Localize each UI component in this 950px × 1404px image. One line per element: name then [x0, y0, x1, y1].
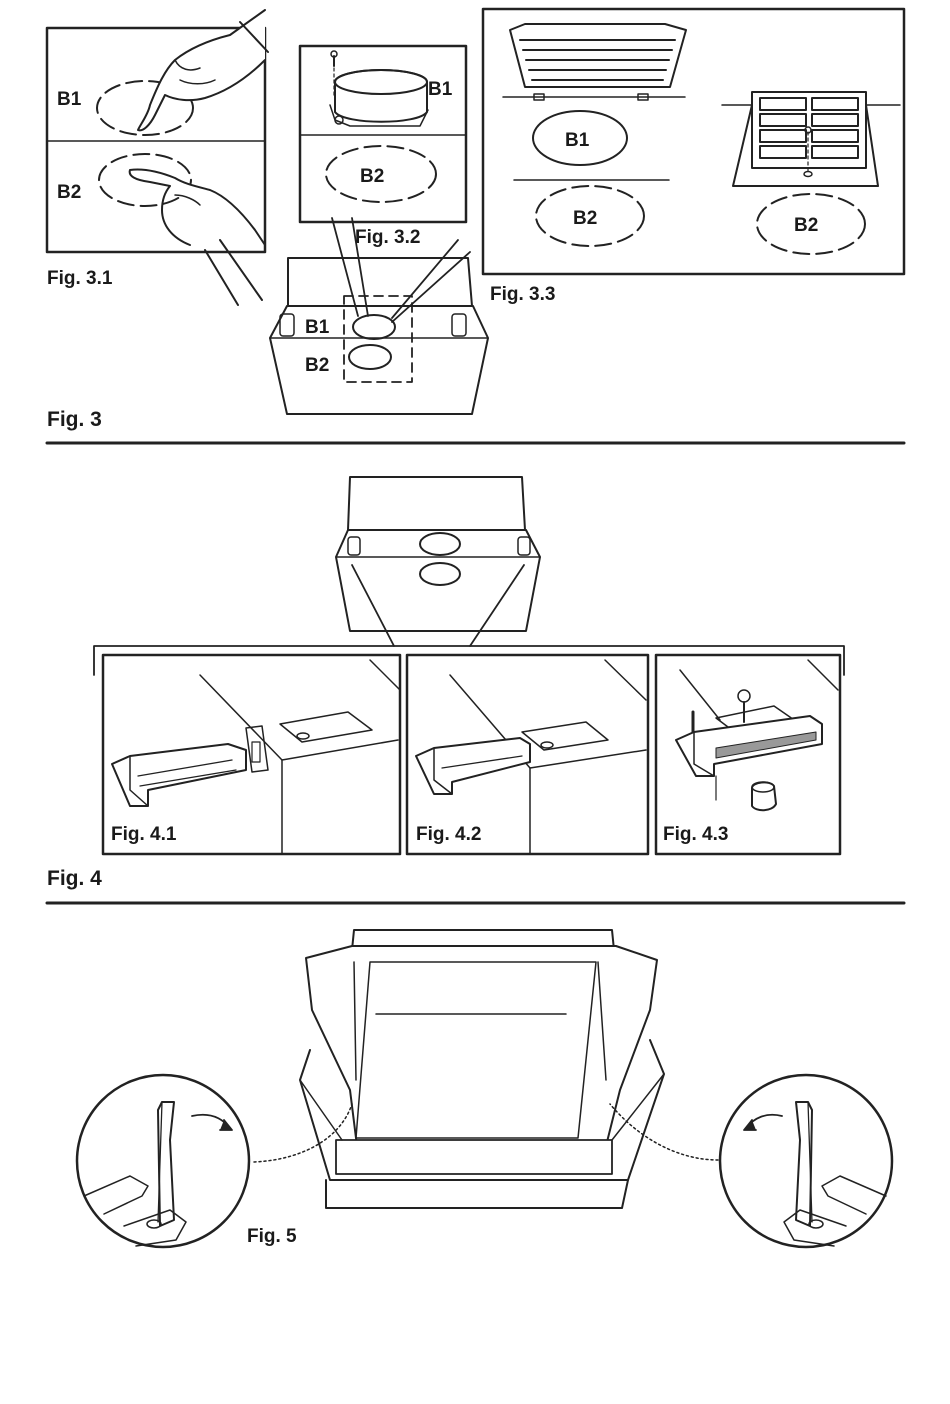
fig-4-3-panel: Fig. 4.3	[656, 655, 840, 854]
fig-3-3-label-b1: B1	[565, 130, 590, 151]
fig-3-3-label-b2-left: B2	[573, 208, 597, 229]
fig-4-2-caption: Fig. 4.2	[416, 824, 481, 845]
fig-4-3-caption: Fig. 4.3	[663, 824, 728, 845]
fig-4-hood	[94, 477, 844, 675]
fig-4-2-panel: Fig. 4.2	[407, 655, 648, 854]
fig-3-2-label-b1: B1	[428, 79, 453, 100]
fig-5-caption: Fig. 5	[247, 1226, 297, 1247]
fig-3-2-label-b2: B2	[360, 166, 384, 187]
hood-label-b2: B2	[305, 355, 329, 376]
fig-4-caption: Fig. 4	[47, 867, 102, 890]
fig-3-3-caption: Fig. 3.3	[490, 284, 555, 305]
fig-3-1-label-b2: B2	[57, 182, 81, 203]
hood-label-b1: B1	[305, 317, 330, 338]
fig-3-3-panel: B1 B2 B2	[483, 9, 904, 274]
fig-3-2-panel: B1 B2	[300, 46, 466, 222]
fig-5-zoom-left	[77, 1075, 249, 1247]
fig-3-1-panel: B1 B2	[47, 10, 268, 305]
fig-5-zoom-right	[720, 1075, 892, 1247]
fig-5-hood-open	[254, 930, 718, 1208]
fig-4-1-panel: Fig. 4.1	[103, 655, 400, 854]
fig-4-1-caption: Fig. 4.1	[111, 824, 177, 845]
fig-3-1-caption: Fig. 3.1	[47, 268, 113, 289]
fig-3-1-label-b1: B1	[57, 89, 82, 110]
fig-3-3-label-b2-right: B2	[794, 215, 818, 236]
fig-3-caption: Fig. 3	[47, 408, 102, 431]
fig-3-2-caption: Fig. 3.2	[355, 227, 420, 248]
